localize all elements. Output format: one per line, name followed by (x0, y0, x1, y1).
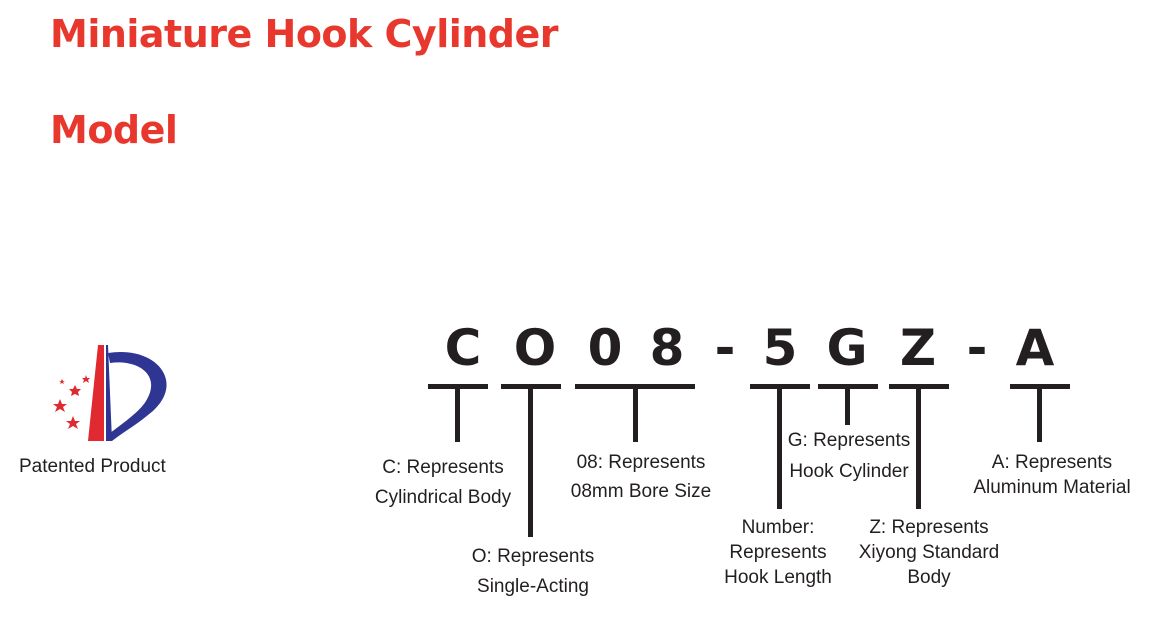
code-char-z: Z (899, 319, 937, 377)
logo-caption: Patented Product (19, 456, 166, 477)
page-title: Miniature Hook Cylinder (50, 12, 559, 56)
code-char-g: G (826, 319, 868, 377)
stem-o (528, 389, 533, 537)
label-o: O: Represents Single-Acting (472, 542, 595, 602)
label-z-line-2: Xiyong Standard (858, 542, 1000, 563)
stem-08 (633, 389, 638, 442)
label-a: A: Represents Aluminum Material (973, 450, 1130, 500)
code-char-dash-2: - (966, 319, 988, 377)
code-char-8: 8 (649, 319, 685, 377)
logo-star-5 (59, 379, 65, 384)
label-a-line-1: A: Represents (991, 452, 1113, 473)
label-o-line-1: O: Represents (471, 546, 595, 567)
code-char-c: C (444, 319, 482, 377)
underline-g (818, 384, 878, 389)
code-char-0: 0 (587, 319, 623, 377)
stem-g (845, 389, 850, 425)
stem-number (777, 389, 782, 509)
label-c: C: Represents Cylindrical Body (375, 453, 511, 513)
label-z-line-3: Body (907, 567, 951, 588)
label-c-line-1: C: Represents (382, 457, 504, 478)
logo-blue-pillar (106, 345, 112, 441)
underline-a (1010, 384, 1070, 389)
underline-z (889, 384, 949, 389)
label-08-line-2: 08mm Bore Size (570, 481, 712, 502)
label-z-line-1: Z: Represents (869, 517, 989, 538)
page-subtitle: Model (50, 108, 178, 152)
logo-star-4 (82, 375, 90, 383)
label-c-line-2: Cylindrical Body (374, 487, 512, 508)
underline-o (501, 384, 561, 389)
code-char-o: O (513, 319, 557, 377)
stem-c (455, 389, 460, 442)
label-08: 08: Represents 08mm Bore Size (571, 448, 711, 506)
label-z: Z: Represents Xiyong Standard Body (859, 515, 1000, 590)
label-o-line-2: Single-Acting (477, 576, 589, 597)
stem-z (916, 389, 921, 509)
label-number-line-3: Hook Length (724, 567, 832, 588)
label-number-line-1: Number: (741, 517, 815, 538)
code-char-dash-1: - (714, 319, 736, 377)
label-number-line-2: Represents (729, 542, 827, 563)
code-char-5: 5 (762, 319, 798, 377)
patent-logo-icon (53, 345, 167, 441)
label-g: G: Represents Hook Cylinder (788, 425, 911, 487)
underline-c (428, 384, 488, 389)
label-g-line-1: G: Represents (787, 430, 911, 451)
label-a-line-2: Aluminum Material (973, 477, 1131, 498)
label-number: Number: Represents Hook Length (724, 515, 832, 590)
logo-star-2 (69, 385, 81, 396)
logo-star-1 (53, 399, 67, 412)
underline-08 (575, 384, 695, 389)
code-char-a: A (1015, 319, 1055, 377)
logo-star-3 (66, 416, 80, 429)
logo-blue-arc (108, 351, 167, 441)
stem-a (1037, 389, 1042, 442)
label-08-line-1: 08: Represents (576, 452, 706, 473)
logo-red-pillar (88, 345, 104, 441)
label-g-line-2: Hook Cylinder (789, 461, 909, 482)
underline-number (750, 384, 810, 389)
